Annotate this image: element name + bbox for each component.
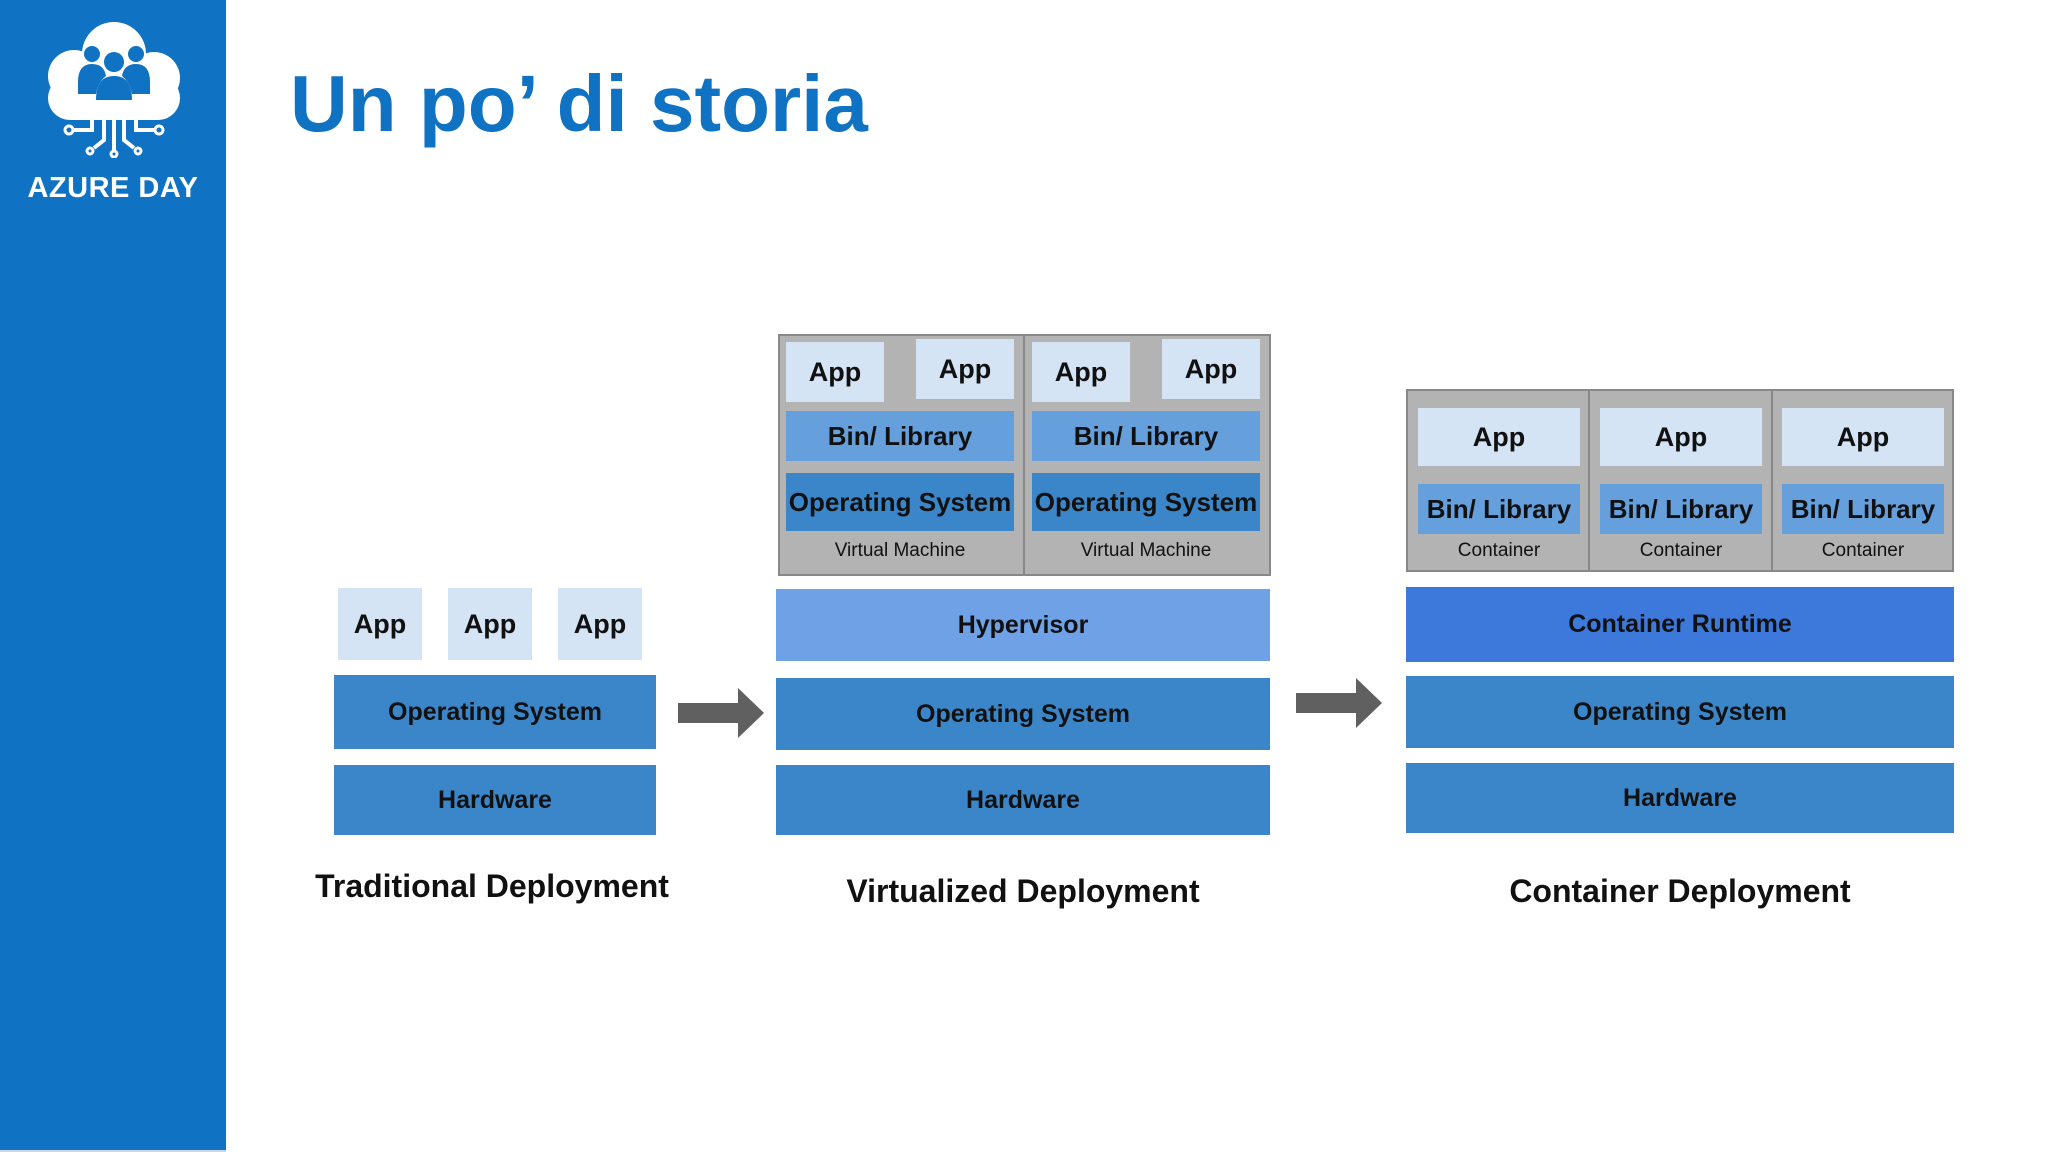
container-caption: Container [1639, 540, 1723, 561]
bin-library-block: Bin/ Library [786, 411, 1014, 461]
app-block: App [786, 342, 884, 402]
hardware-block: Hardware [776, 765, 1270, 835]
divider [1588, 389, 1590, 572]
divider [1771, 389, 1773, 572]
bin-library-block: Bin/ Library [1032, 411, 1260, 461]
app-block: App [448, 588, 532, 660]
vm-caption: Virtual Machine [834, 540, 966, 561]
operating-system-block: Operating System [776, 678, 1270, 750]
arrow-right-icon [1296, 678, 1382, 728]
app-block: App [916, 339, 1014, 399]
bin-library-block: Bin/ Library [1418, 484, 1580, 534]
hardware-block: Hardware [1406, 763, 1954, 833]
app-block: App [1600, 408, 1762, 466]
brand-name: AZURE DAY [27, 172, 199, 204]
bin-library-block: Bin/ Library [1600, 484, 1762, 534]
hypervisor-block: Hypervisor [776, 589, 1270, 661]
app-block: App [1782, 408, 1944, 466]
divider [0, 1150, 226, 1152]
traditional-deployment-label: Traditional Deployment [315, 868, 669, 904]
cloud-people-circuit-icon [30, 14, 196, 158]
operating-system-block: Operating System [1406, 676, 1954, 748]
bin-library-block: Bin/ Library [1782, 484, 1944, 534]
app-block: App [558, 588, 642, 660]
app-block: App [1032, 342, 1130, 402]
arrow-right-icon [678, 688, 764, 738]
guest-os-block: Operating System [1032, 473, 1260, 531]
hardware-block: Hardware [334, 765, 656, 835]
divider [1023, 334, 1025, 576]
vm-caption: Virtual Machine [1080, 540, 1212, 561]
page-title: Un po’ di storia [290, 59, 868, 148]
container-runtime-block: Container Runtime [1406, 587, 1954, 662]
sidebar: AZURE DAY [0, 0, 226, 1152]
guest-os-block: Operating System [786, 473, 1014, 531]
app-block: App [338, 588, 422, 660]
container-caption: Container [1821, 540, 1905, 561]
virtualized-deployment-label: Virtualized Deployment [846, 873, 1200, 909]
operating-system-block: Operating System [334, 675, 656, 749]
container-caption: Container [1457, 540, 1541, 561]
app-block: App [1418, 408, 1580, 466]
app-block: App [1162, 339, 1260, 399]
container-deployment-label: Container Deployment [1509, 873, 1851, 909]
